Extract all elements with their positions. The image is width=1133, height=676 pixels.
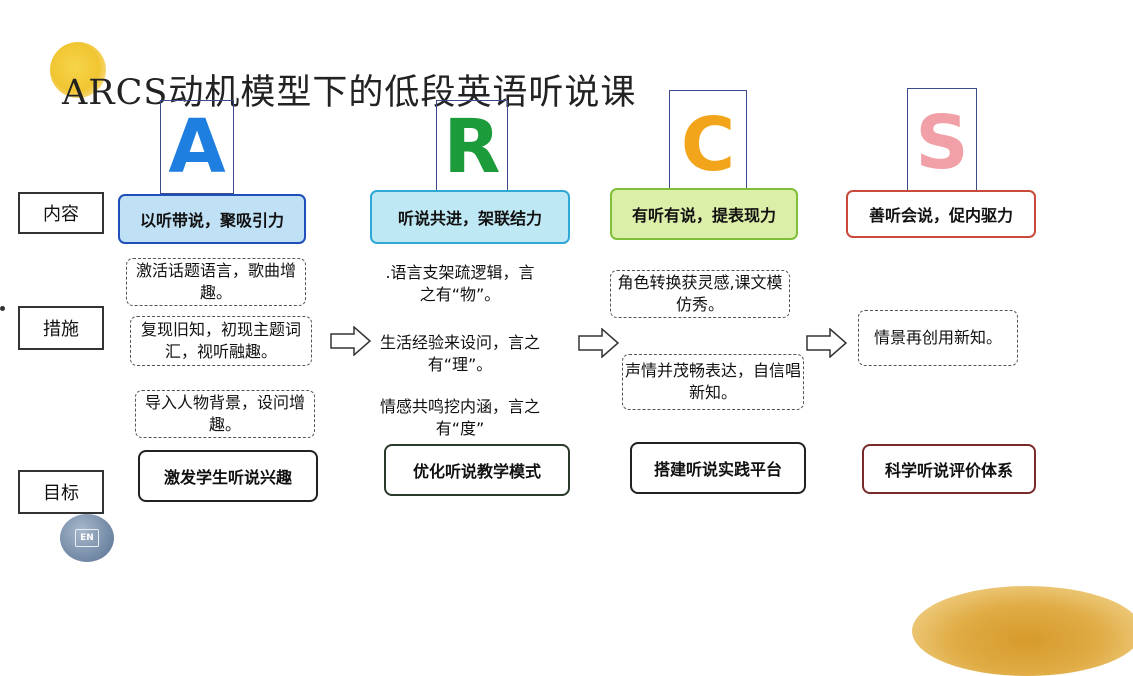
category-s: 善听会说，促内驱力 <box>846 190 1036 238</box>
measure-c-2: 声情并茂畅表达，自信唱新知。 <box>622 354 804 410</box>
decorative-dot <box>50 42 106 98</box>
goal-a: 激发学生听说兴趣 <box>138 450 318 502</box>
measure-a-2: 复现旧知，初现主题词汇，视听融趣。 <box>130 316 312 366</box>
goal-c: 搭建听说实践平台 <box>630 442 806 494</box>
measure-r-2: 生活经验来设问，言之有“理”。 <box>379 333 540 374</box>
page-title: ARCS动机模型下的低段英语听说课 <box>62 73 637 113</box>
en-icon: EN <box>75 529 99 547</box>
measure-s-1: 情景再创用新知。 <box>858 310 1018 366</box>
category-c: 有听有说，提表现力 <box>610 188 798 240</box>
measure-a-3: 导入人物背景，设问增趣。 <box>135 390 315 438</box>
grain-pile-decoration <box>912 586 1133 676</box>
language-badge[interactable]: EN <box>60 514 114 562</box>
measure-a-1: 激活话题语言，歌曲增趣。 <box>126 258 306 306</box>
letter-r: R <box>436 100 508 194</box>
arrow-right-icon <box>806 328 848 358</box>
arrow-right-icon <box>578 328 620 358</box>
row-label-measures: 措施 <box>18 306 104 350</box>
category-a: 以听带说，聚吸引力 <box>118 194 306 244</box>
letter-c: C <box>669 90 747 200</box>
letter-s: S <box>907 88 977 198</box>
measure-r-3: 情感共鸣挖内涵，言之有“度” <box>379 397 540 438</box>
bullet-dot <box>0 306 5 311</box>
goal-r: 优化听说教学模式 <box>384 444 570 496</box>
measure-c-1: 角色转换获灵感,课文模仿秀。 <box>610 270 790 318</box>
arrow-right-icon <box>330 326 372 356</box>
goal-s: 科学听说评价体系 <box>862 444 1036 494</box>
letter-a: A <box>160 100 234 194</box>
measure-r-1: .语言支架疏逻辑，言之有“物”。 <box>385 263 535 304</box>
row-label-content: 内容 <box>18 192 104 234</box>
row-label-goal: 目标 <box>18 470 104 514</box>
category-r: 听说共进，架联结力 <box>370 190 570 244</box>
